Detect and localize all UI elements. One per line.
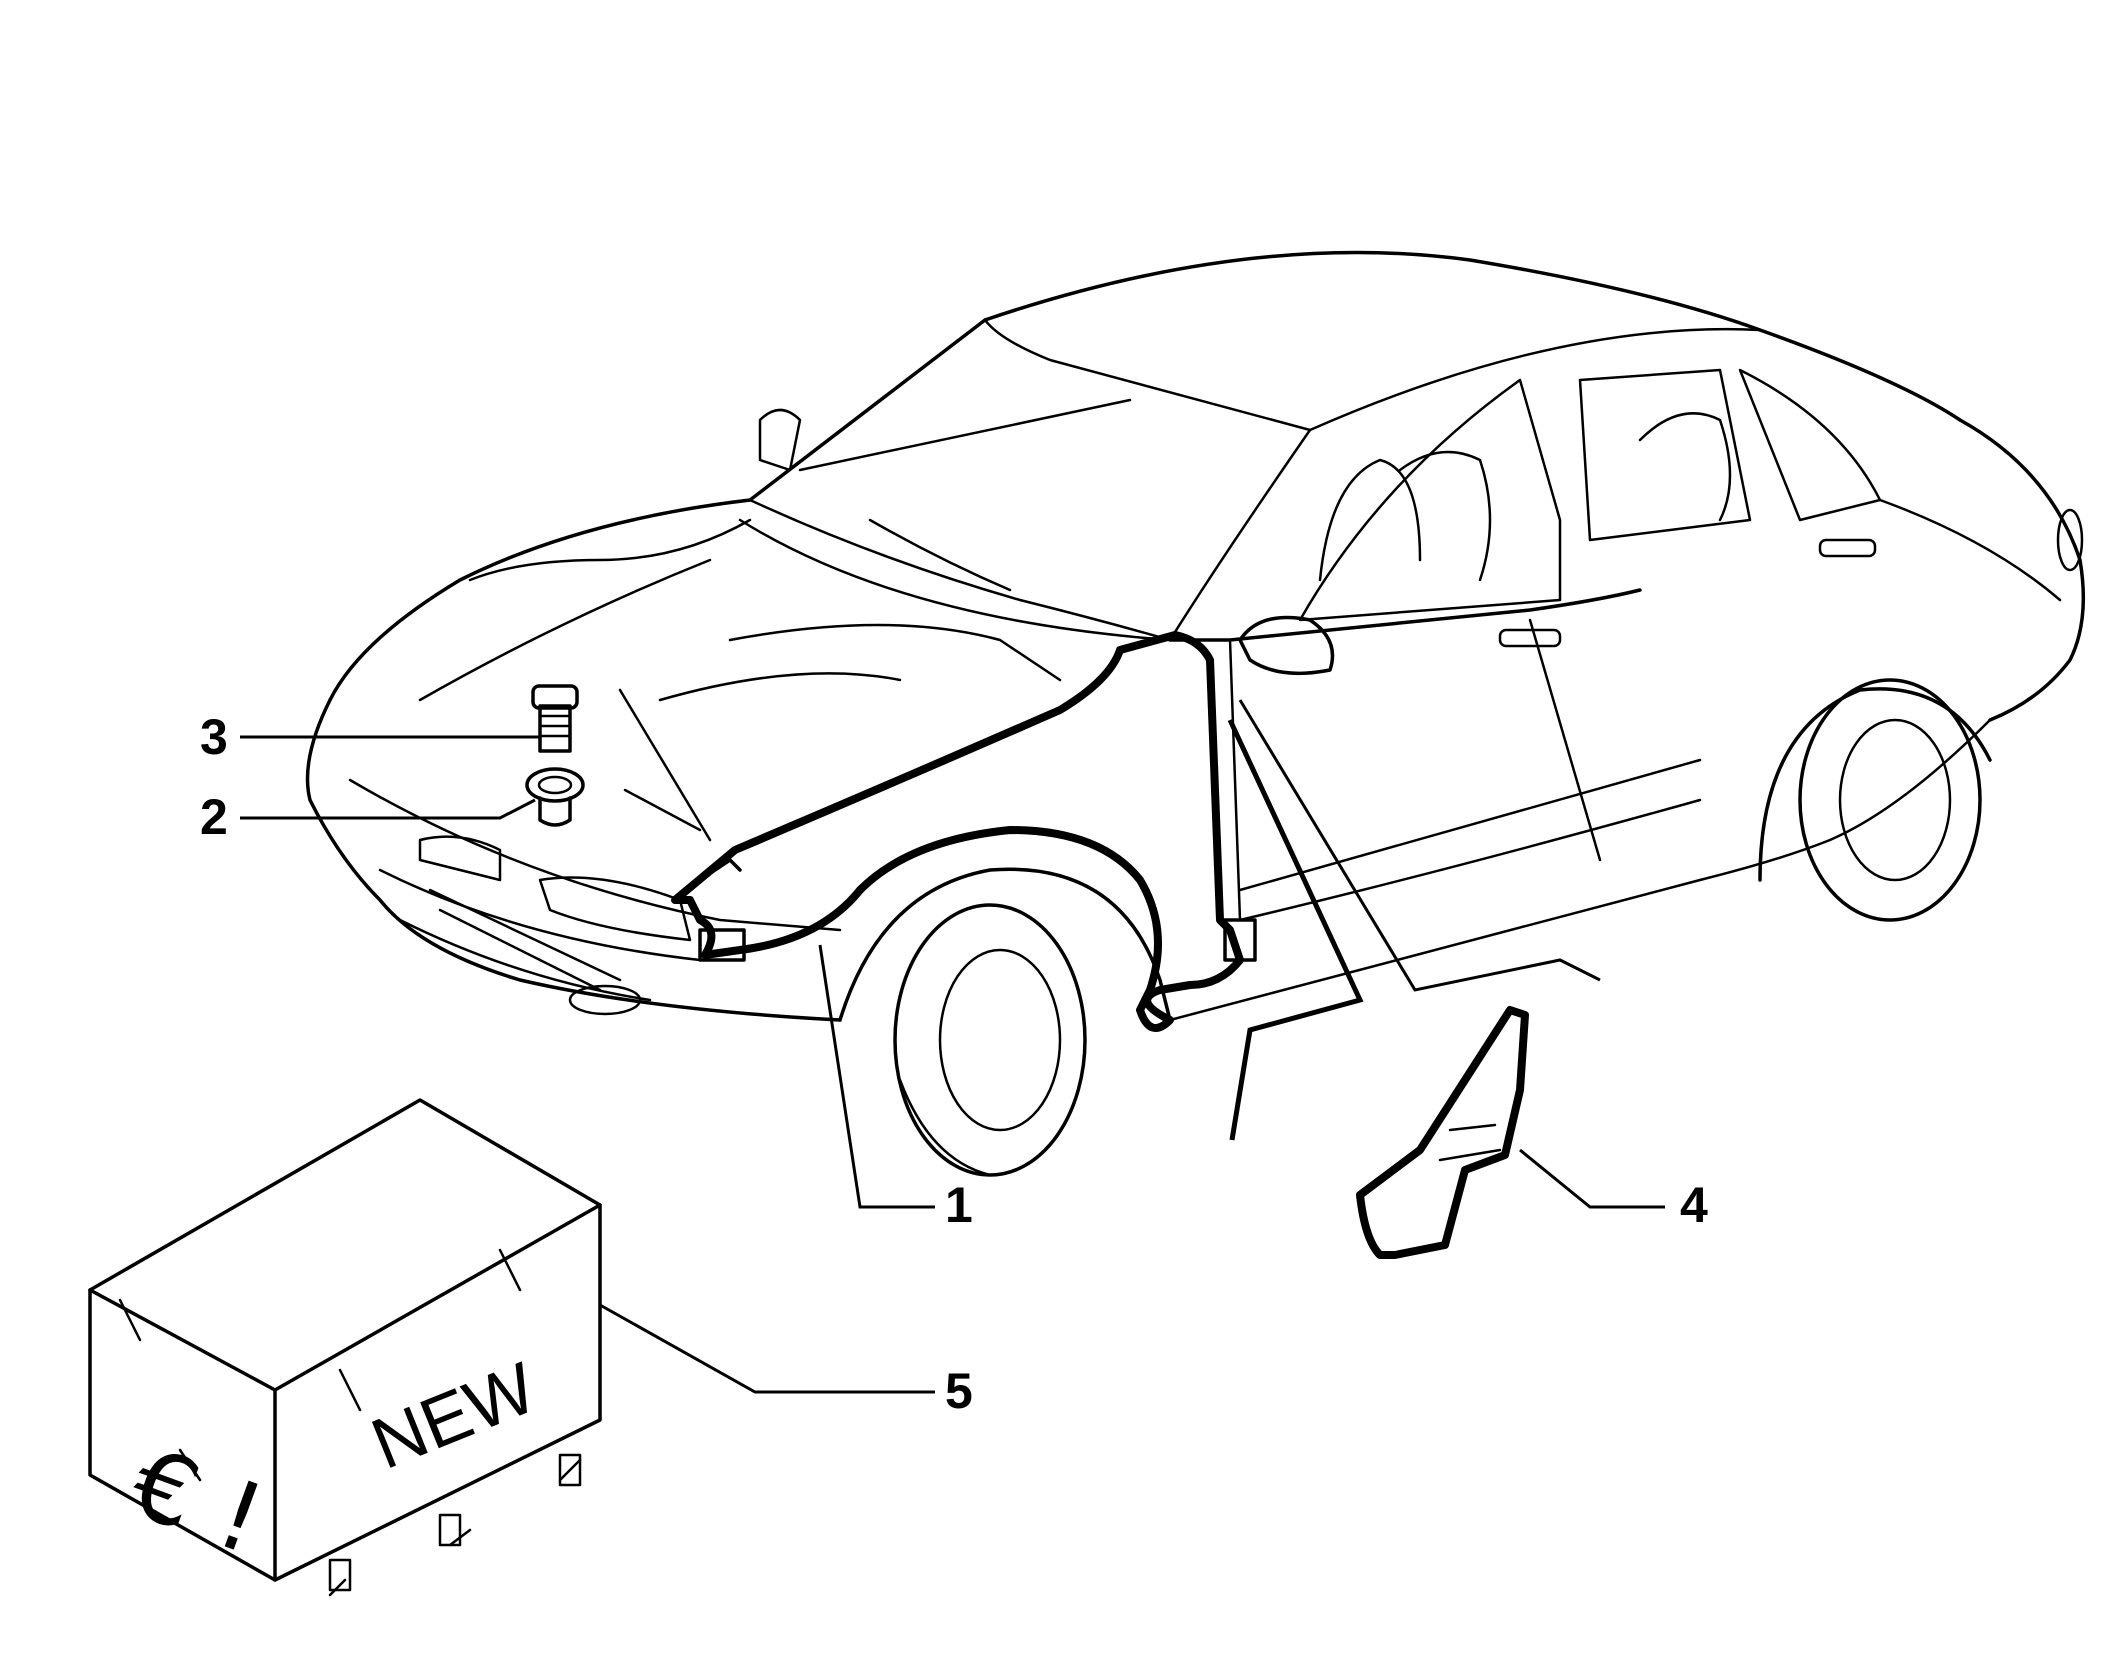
crate-label-symbol: € ! bbox=[117, 1426, 278, 1576]
car-illustration bbox=[305, 250, 2086, 1177]
callout-4: 4 bbox=[1680, 1177, 1708, 1233]
callout-2: 2 bbox=[200, 789, 228, 845]
fender-part bbox=[671, 631, 1257, 1032]
screw-part bbox=[531, 684, 579, 753]
insulation-pad-part bbox=[1356, 1006, 1529, 1259]
callout-5: 5 bbox=[945, 1363, 973, 1419]
callout-1: 1 bbox=[945, 1177, 973, 1233]
callout-3: 3 bbox=[200, 709, 228, 765]
clip-part bbox=[525, 767, 585, 827]
leader-lines bbox=[240, 688, 1665, 1394]
crate-label-new: NEW bbox=[361, 1348, 547, 1485]
crate-part: NEW € ! bbox=[88, 1098, 602, 1597]
callout-labels: 1 2 3 4 5 bbox=[200, 709, 1708, 1419]
